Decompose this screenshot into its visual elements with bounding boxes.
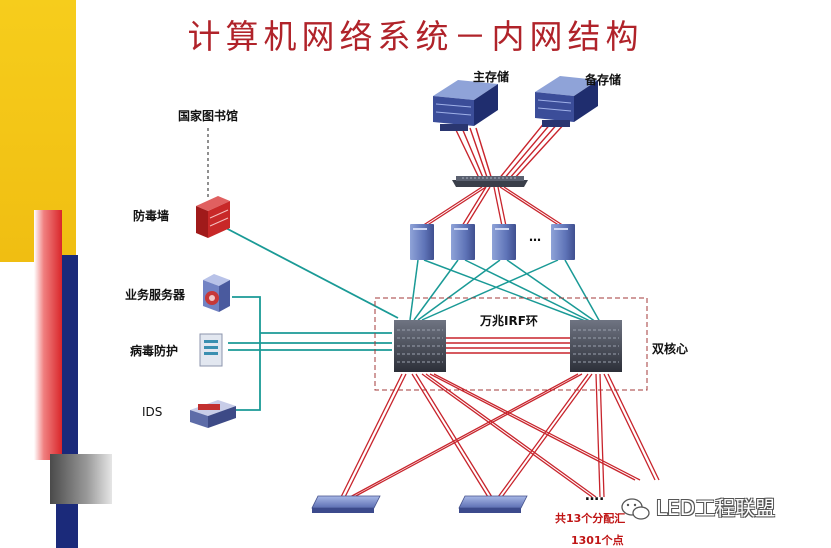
- main-storage-label: 主存储: [473, 70, 510, 84]
- server-core-links: [409, 259, 601, 323]
- core-switch-icon: [570, 320, 622, 372]
- virus-protection-label: 病毒防护: [130, 344, 179, 358]
- core-switch-icon: [394, 320, 446, 372]
- storage-links: [454, 121, 567, 181]
- virus-protection-icon: [199, 333, 223, 367]
- watermark-text: LED工程联盟: [656, 496, 776, 520]
- left-bar-gray: [50, 454, 112, 504]
- backup-storage-label: 备存储: [585, 73, 622, 87]
- server-icon: [451, 224, 475, 260]
- access-switch-icon: [458, 495, 528, 513]
- security-links: [219, 224, 399, 411]
- hub-server-links: [421, 186, 565, 227]
- national-library-label: 国家图书馆: [178, 109, 239, 123]
- ids-label: IDS: [142, 405, 163, 419]
- core-group-box: [374, 297, 648, 391]
- server-icon: [410, 224, 434, 260]
- firewall-label: 防毒墙: [133, 209, 170, 223]
- access-switch-icon: [311, 495, 381, 513]
- points-total-label: 1301个点: [571, 534, 624, 547]
- distribution-total-label: 共13个分配汇: [555, 512, 626, 525]
- irf-ring-label: 万兆IRF环: [480, 314, 538, 328]
- backup-storage-icon: [535, 76, 598, 127]
- irf-ring-links: [446, 337, 570, 354]
- page-title: 计算机网络系统－内网结构: [187, 17, 644, 56]
- dual-core-label: 双核心: [652, 342, 689, 356]
- business-server-icon: [203, 274, 230, 312]
- server-icon: [492, 224, 516, 260]
- business-server-label: 业务服务器: [125, 288, 186, 302]
- server-ellipsis: …: [529, 230, 541, 244]
- main-storage-icon: [433, 80, 498, 131]
- ids-icon: [190, 400, 236, 428]
- wechat-logo-icon: [621, 498, 650, 520]
- access-ellipsis: ….: [585, 488, 605, 504]
- firewall-icon: [196, 196, 230, 238]
- left-bar-red: [34, 210, 62, 460]
- hub-switch-icon: [452, 176, 528, 187]
- server-icon: [551, 224, 575, 260]
- core-access-links: [340, 373, 660, 498]
